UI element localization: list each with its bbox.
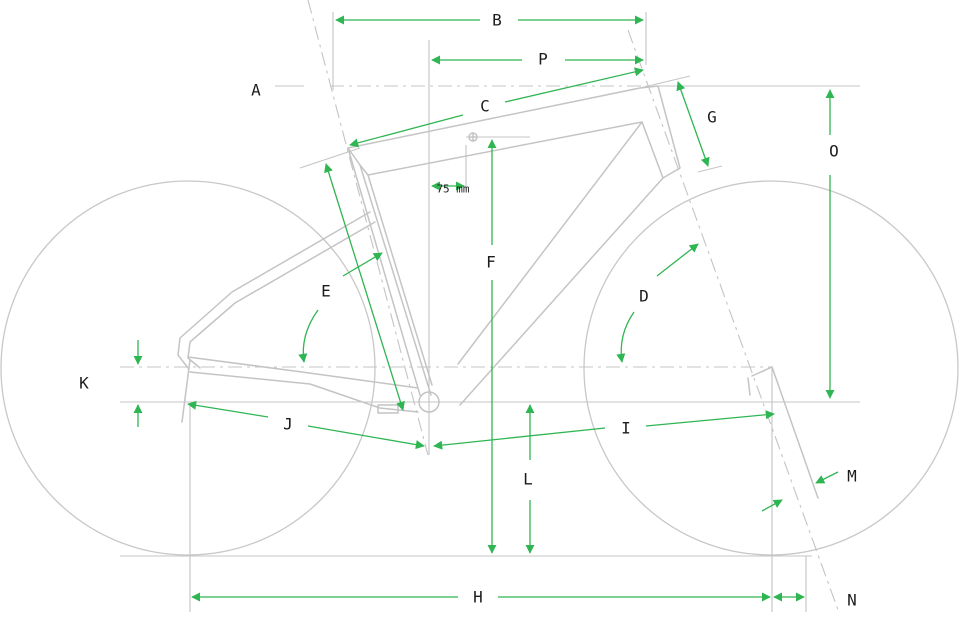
label-a: A: [251, 81, 261, 100]
dimension-labels: A B C D E F G H I J K L M N O P 75 mm: [79, 11, 857, 610]
front-wheel: [583, 180, 959, 556]
label-m: M: [847, 467, 857, 486]
seat-stay-upper: [177, 211, 371, 369]
label-d: D: [639, 287, 649, 306]
dim-m-inner: [761, 499, 783, 512]
label-f: F: [486, 253, 496, 272]
g-bottom-tick: [697, 165, 723, 173]
label-h: H: [473, 588, 483, 607]
g-top-tick: [639, 75, 691, 89]
label-g: G: [707, 108, 717, 127]
seat-stay-lower: [187, 221, 376, 369]
dim-c-left: [349, 114, 464, 148]
dim-i-right: [645, 410, 775, 427]
label-b: B: [492, 11, 502, 30]
label-e: E: [321, 282, 331, 301]
label-p: P: [538, 50, 548, 69]
label-i: I: [621, 419, 631, 438]
label-j: J: [283, 415, 293, 434]
label-l: L: [523, 470, 533, 489]
dimension-lines: [133, 15, 839, 602]
chain-stay-lower: [189, 371, 419, 413]
dim-d-pointer: [656, 243, 699, 277]
label-offset: 75 mm: [436, 183, 469, 196]
label-n: N: [847, 591, 857, 610]
dim-e-arc: [298, 309, 319, 363]
bottom-bracket: [418, 391, 440, 413]
dim-j-right: [307, 425, 425, 450]
label-k: K: [79, 374, 89, 393]
dim-j-left: [187, 400, 269, 418]
label-c: C: [480, 97, 490, 116]
label-o: O: [829, 142, 839, 161]
dim-e-pointer: [342, 252, 383, 277]
dim-m-outer: [815, 471, 839, 484]
bike-frame: [177, 85, 819, 499]
dim-seat-length: [324, 163, 405, 411]
dim-g: [676, 81, 710, 167]
dim-i-left: [433, 427, 606, 450]
steering-axis: [627, 29, 839, 611]
dim-c-right: [504, 67, 644, 103]
dim-d-arc: [616, 311, 635, 363]
